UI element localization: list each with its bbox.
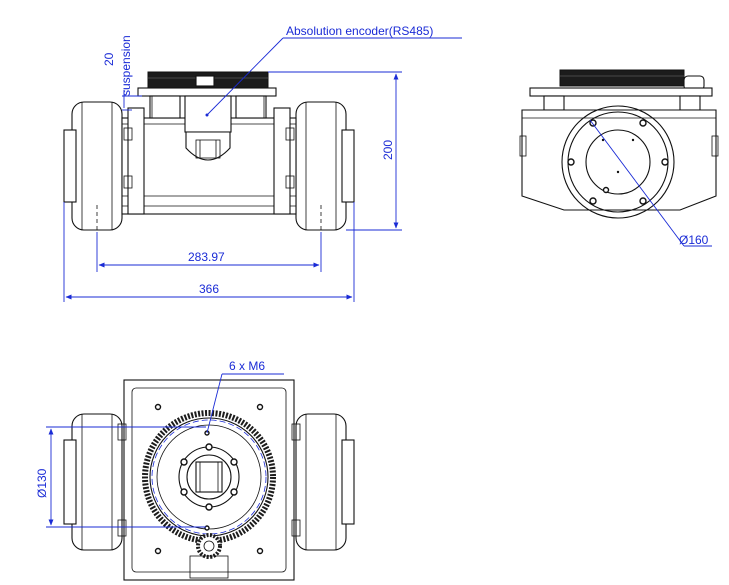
left-wheel xyxy=(63,101,123,232)
front-view: Absolution encoder(RS485) 20 suspension … xyxy=(63,24,462,302)
encoder-callout: Absolution encoder(RS485) xyxy=(206,24,462,116)
bolt-circle-label: Ø130 xyxy=(35,468,49,498)
right-wheel xyxy=(295,101,355,232)
outer-width-label: 366 xyxy=(199,282,219,296)
encoder-label: Absolution encoder(RS485) xyxy=(286,24,433,38)
center-block xyxy=(184,95,232,161)
height-dimension: 200 xyxy=(268,71,402,231)
top-view: 6 x M6 Ø130 xyxy=(35,359,355,581)
suspension-value: 20 xyxy=(102,52,116,66)
flange-diameter-label: Ø160 xyxy=(679,233,709,247)
slewing-gear xyxy=(147,71,269,89)
inner-width-label: 283.97 xyxy=(188,250,225,264)
suspension-word: suspension xyxy=(119,35,133,96)
height-label: 200 xyxy=(381,140,395,160)
suspension-dimension: 20 suspension xyxy=(102,35,142,111)
bolt-spec-label: 6 x M6 xyxy=(229,359,265,373)
outer-width-dimension: 366 xyxy=(63,202,355,302)
inner-width-dimension: 283.97 xyxy=(96,232,322,272)
chassis-body xyxy=(121,107,297,215)
side-view: Ø160 xyxy=(519,69,719,247)
